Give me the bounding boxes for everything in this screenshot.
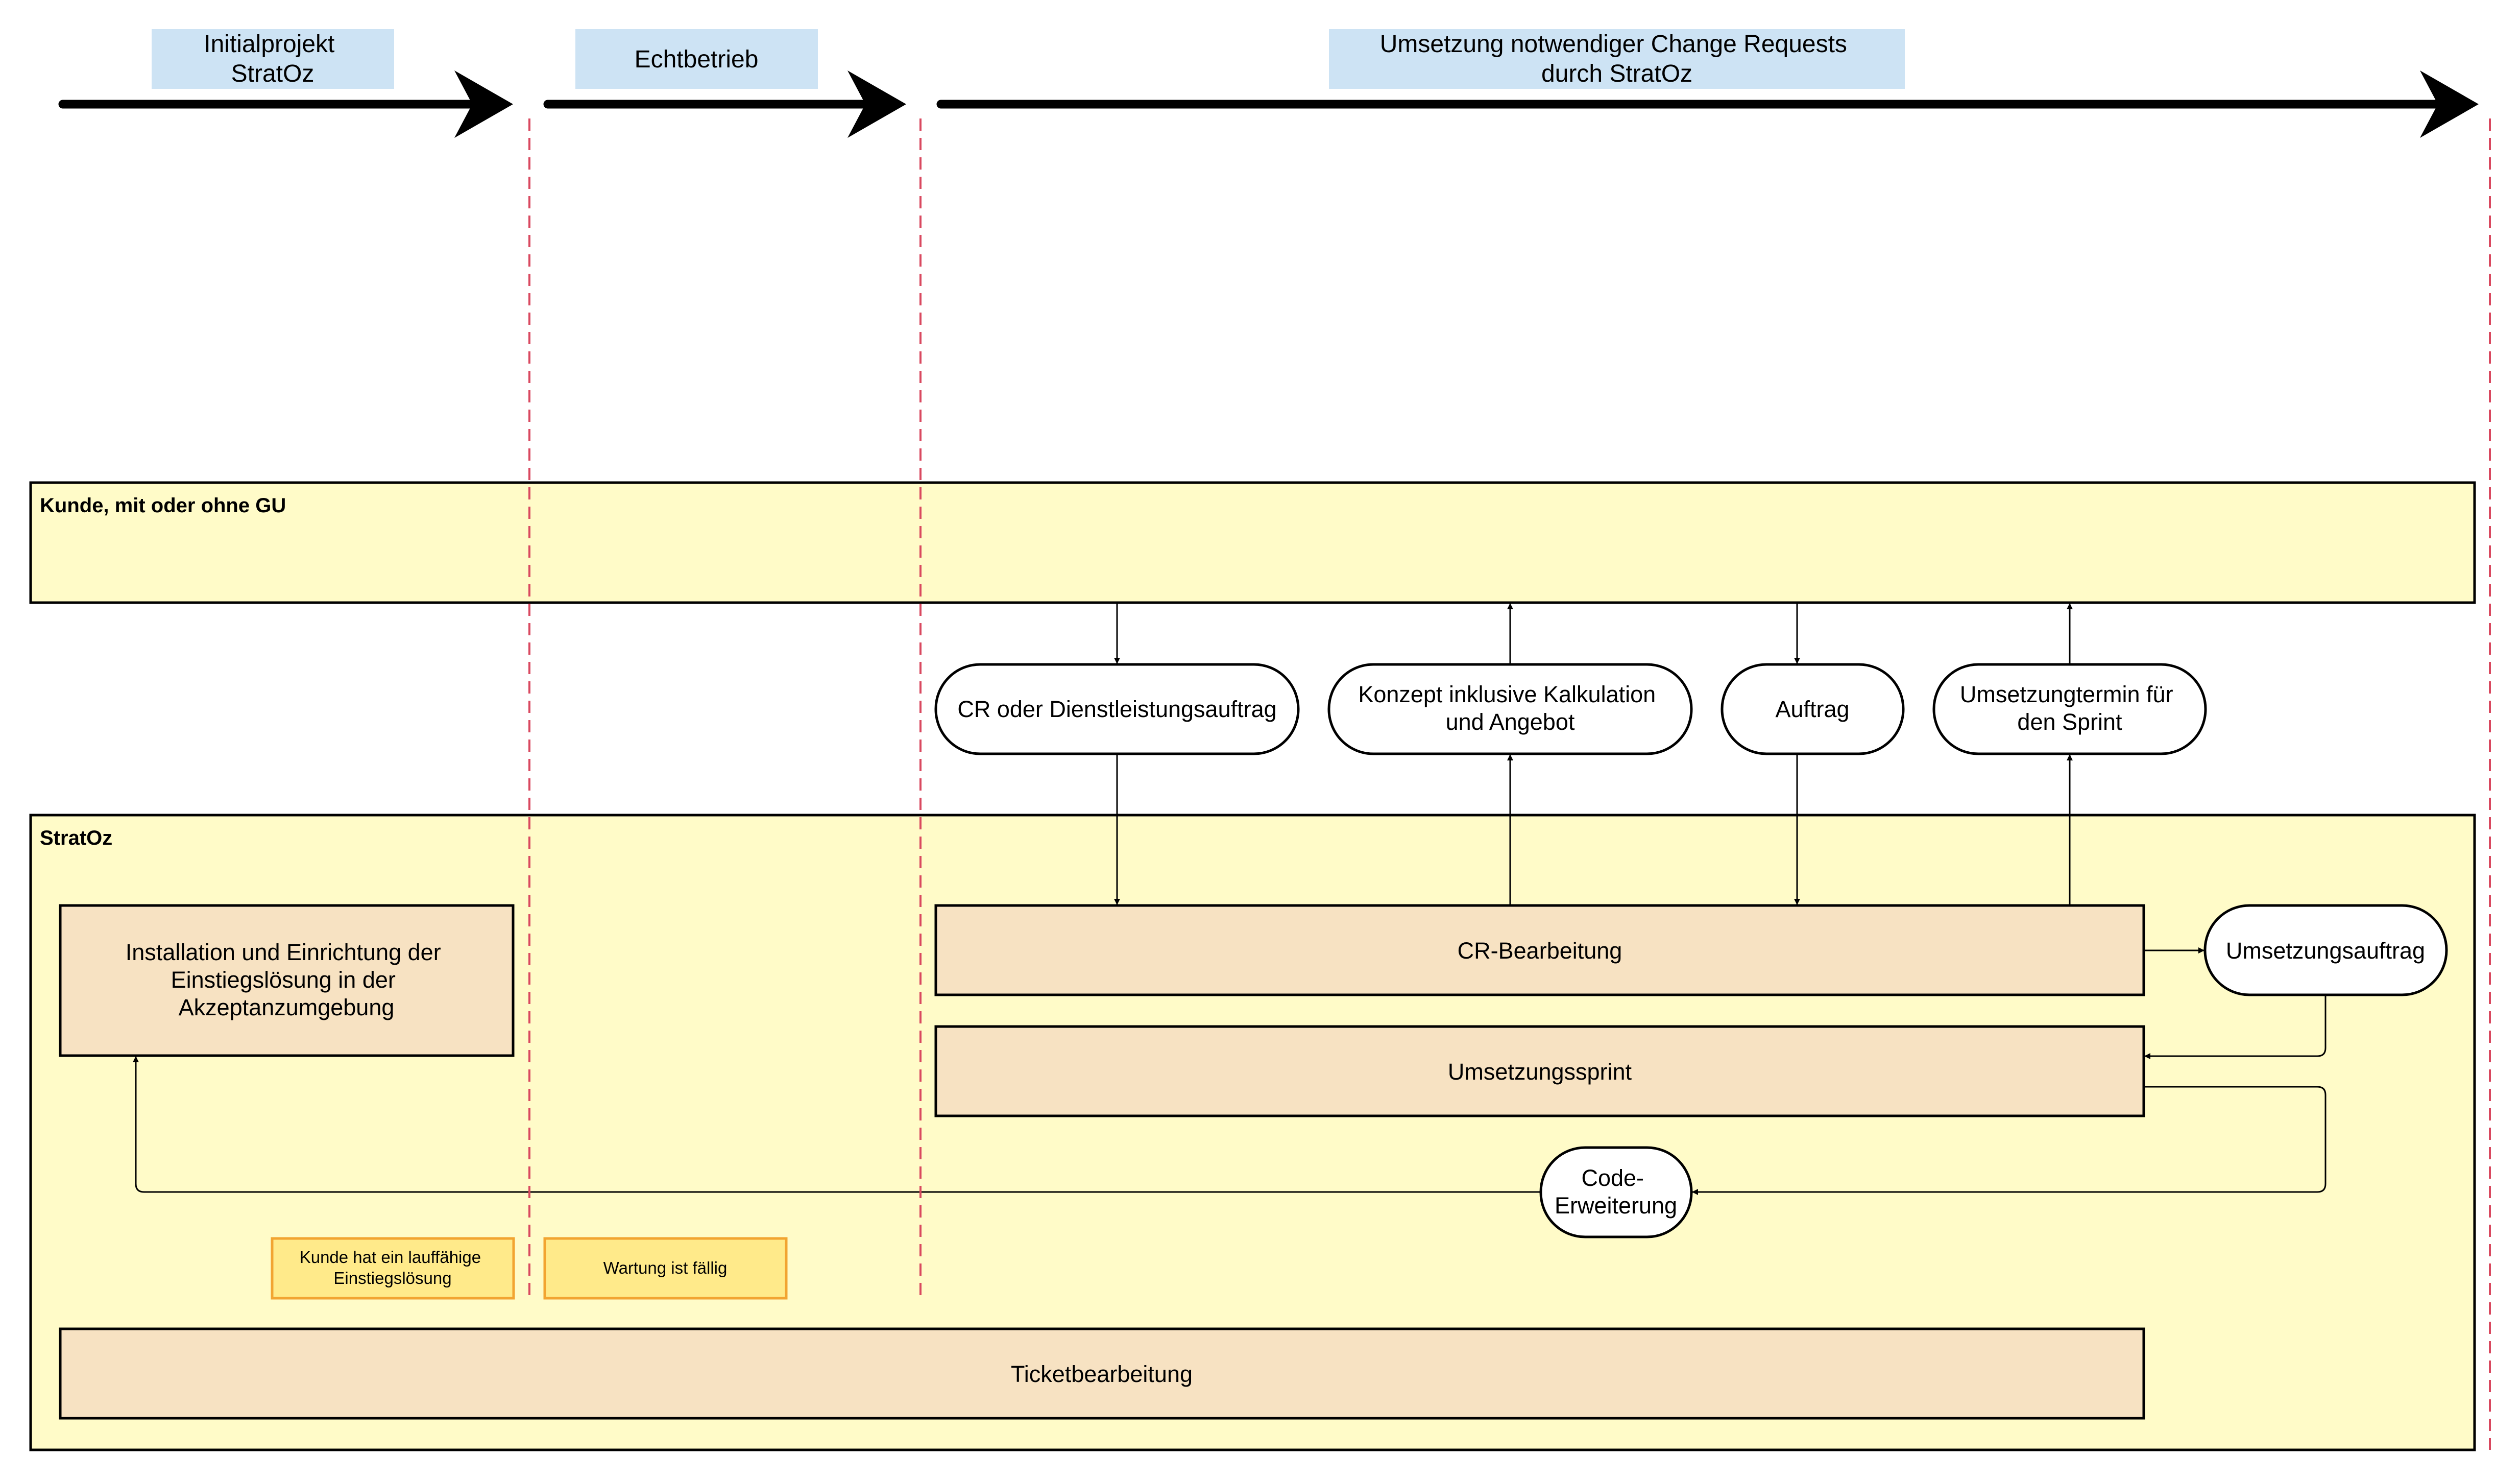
terminator-label: Umsetzungsauftrag	[2226, 938, 2425, 964]
terminator-konzept: Konzept inklusive Kalkulation und Angebo…	[1327, 663, 1693, 755]
timeline-arrows	[58, 70, 2479, 138]
process-cr-bearbeitung: CR-Bearbeitung	[934, 904, 2145, 996]
terminator-label: CR oder Dienstleistungsauftrag	[957, 696, 1276, 722]
phase-label-text: Echtbetrieb	[635, 46, 759, 73]
process-label: CR-Bearbeitung	[1458, 938, 1622, 964]
process-label: Installation und Einrichtung der Einstie…	[126, 939, 447, 1020]
process-box	[934, 904, 2145, 996]
note-label: Wartung ist fällig	[603, 1258, 728, 1277]
process-box	[59, 904, 515, 1057]
timeline-arrow-icon	[543, 70, 906, 138]
terminator-box	[2203, 904, 2448, 996]
connector-umsetzungsauftrag-to-sprint	[2144, 996, 2327, 1059]
timeline-arrow-icon	[58, 70, 513, 138]
terminator-box	[1539, 1146, 1693, 1238]
phase-label-text: Initialprojekt StratOz	[204, 31, 341, 87]
terminator-label: Umsetzungtermin für den Sprint	[1960, 681, 2179, 735]
phase-label-box	[575, 29, 818, 89]
terminator-box	[934, 663, 1300, 755]
phase-initialprojekt: Initialprojekt StratOz	[152, 29, 394, 89]
lane-stratoz-title: StratOz	[40, 827, 112, 849]
note-box	[543, 1237, 788, 1300]
process-box	[934, 1025, 2145, 1117]
connectors	[133, 603, 2327, 1195]
connector-code-erweiterung-to-installation	[133, 1056, 1540, 1193]
terminator-code-erweiterung: Code- Erweiterung	[1539, 1146, 1693, 1238]
lane-kunde-title: Kunde, mit oder ohne GU	[40, 494, 286, 517]
process-ticketbearbeitung: Ticketbearbeitung	[59, 1327, 2145, 1420]
phase-separators	[528, 118, 2491, 1450]
phase-change-requests: Umsetzung notwendiger Change Requests du…	[1329, 29, 1905, 89]
terminator-umsetzungsauftrag: Umsetzungsauftrag	[2203, 904, 2448, 996]
lane-kunde-box	[29, 481, 2476, 604]
phase-label-box	[1329, 29, 1905, 89]
process-box	[59, 1327, 2145, 1420]
terminator-auftrag: Auftrag	[1721, 663, 1905, 755]
phase-label-text: Umsetzung notwendiger Change Requests du…	[1380, 31, 1854, 87]
phase-echtbetrieb: Echtbetrieb	[575, 29, 818, 89]
process-label: Umsetzungssprint	[1448, 1059, 1632, 1085]
terminator-box	[1327, 663, 1693, 755]
terminator-label: Code- Erweiterung	[1555, 1165, 1677, 1219]
terminator-label: Konzept inklusive Kalkulation und Angebo…	[1358, 681, 1662, 735]
lane-kunde: Kunde, mit oder ohne GU	[29, 481, 2476, 604]
note-label: Kunde hat ein lauffähige Einstiegslösung	[300, 1248, 486, 1287]
phase-label-box	[152, 29, 394, 89]
terminator-box	[1932, 663, 2207, 755]
note-kunde-loesung: Kunde hat ein lauffähige Einstiegslösung	[271, 1237, 515, 1300]
terminator-cr-auftrag: CR oder Dienstleistungsauftrag	[934, 663, 1300, 755]
connector-sprint-to-code-erweiterung	[1692, 1086, 2327, 1195]
note-box	[271, 1237, 515, 1300]
process-label: Ticketbearbeitung	[1011, 1361, 1193, 1387]
timeline-arrow-icon	[936, 70, 2479, 138]
note-wartung: Wartung ist fällig	[543, 1237, 788, 1300]
terminator-label: Auftrag	[1775, 696, 1849, 722]
terminator-box	[1721, 663, 1905, 755]
process-installation: Installation und Einrichtung der Einstie…	[59, 904, 515, 1057]
terminator-umsetzungstermin: Umsetzungtermin für den Sprint	[1932, 663, 2207, 755]
process-umsetzungssprint: Umsetzungssprint	[934, 1025, 2145, 1117]
